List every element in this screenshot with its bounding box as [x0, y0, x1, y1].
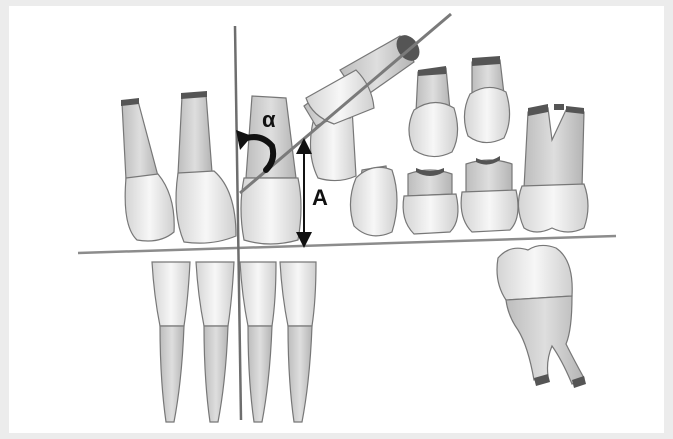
- upper-canine-unerupted: [306, 31, 424, 124]
- upper-primary-molar-2: [461, 156, 518, 232]
- upper-first-molar: [518, 104, 588, 232]
- lower-incisor-2: [196, 262, 234, 422]
- lower-first-molar: [497, 245, 586, 388]
- upper-central-incisor-left: [176, 91, 236, 243]
- upper-lateral-incisor-left: [121, 98, 174, 241]
- distance-label: A: [312, 185, 328, 210]
- lower-incisor-3: [240, 262, 276, 422]
- upper-premolar-developing-2: [464, 56, 509, 143]
- upper-primary-molar-1: [403, 168, 458, 234]
- lower-incisor-1: [152, 262, 190, 422]
- lower-incisor-4: [280, 262, 316, 422]
- angle-label: α: [262, 107, 276, 132]
- upper-premolar-developing-1: [409, 66, 458, 157]
- upper-first-premolar: [350, 166, 397, 236]
